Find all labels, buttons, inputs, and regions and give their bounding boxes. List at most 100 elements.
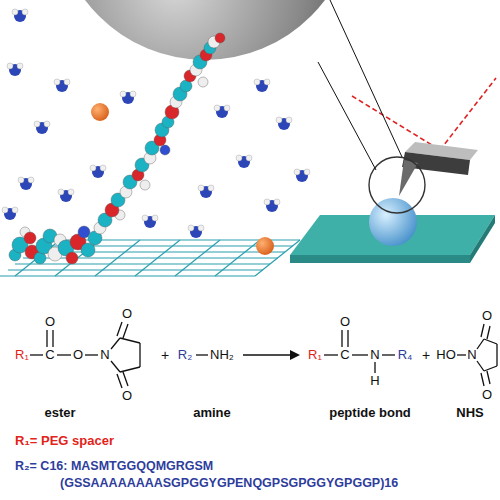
lattice-line — [175, 240, 220, 276]
bond — [123, 372, 128, 386]
bond — [457, 354, 466, 355]
arrow-head — [290, 350, 300, 360]
bond — [382, 354, 395, 355]
bond — [111, 338, 120, 349]
compound-name: NHS — [456, 406, 483, 421]
chemical-bonds — [30, 322, 497, 388]
water-molecule — [142, 215, 158, 228]
r-group: R₁ — [15, 348, 29, 363]
water-molecule — [34, 121, 50, 134]
lattice-line — [23, 257, 278, 258]
atom-label: N — [370, 348, 379, 363]
atom-label: O — [340, 315, 350, 330]
atom — [24, 232, 36, 244]
water-molecule — [198, 185, 214, 198]
atom-label: O — [482, 388, 492, 403]
r-group: R₄ — [398, 348, 413, 363]
atom-label: O — [482, 309, 492, 324]
atom-label: NH₂ — [210, 348, 234, 363]
atom — [198, 77, 208, 87]
sequence-note: R₂= C16: MASMTGGQQMGRGSM (GSSAAAAAAAASGP… — [15, 458, 445, 492]
compound-name: ester — [44, 406, 75, 421]
bond — [341, 330, 342, 347]
bond — [196, 354, 208, 355]
r-group: R₂ — [178, 348, 192, 363]
water-molecule — [294, 169, 310, 182]
bond — [374, 362, 375, 373]
bond — [487, 326, 490, 339]
bond — [123, 324, 128, 338]
bond — [477, 339, 484, 349]
bond — [481, 324, 484, 337]
atom — [140, 180, 150, 190]
lattice-line — [95, 240, 140, 276]
bond — [57, 354, 71, 355]
laser-beam — [352, 96, 440, 150]
substrate-side — [470, 215, 495, 263]
zoom-line — [330, 0, 402, 157]
bond — [484, 339, 497, 344]
bond — [352, 354, 368, 355]
bond — [46, 330, 47, 347]
bond — [111, 361, 120, 372]
water-molecule — [214, 105, 230, 118]
afm-tip-sphere — [55, 0, 355, 60]
bond — [139, 343, 140, 367]
atom-label: O — [45, 315, 55, 330]
atom-label: C — [340, 348, 349, 363]
ion-sphere — [91, 103, 109, 121]
lattice-line — [0, 275, 255, 276]
water-molecule — [90, 165, 106, 178]
atom-label: N — [100, 348, 109, 363]
cantilever-tip — [399, 160, 418, 196]
definition-note: R₁= PEG spacer — [15, 434, 114, 449]
bond — [487, 371, 490, 384]
lattice-line — [135, 240, 180, 276]
bond — [496, 344, 497, 366]
lattice-line — [215, 240, 260, 276]
compound-name: peptide bond — [329, 406, 411, 421]
bond — [120, 367, 140, 372]
water-molecule — [264, 199, 280, 212]
bond — [324, 354, 338, 355]
water-molecule — [2, 207, 18, 220]
bond — [117, 322, 122, 336]
water-molecule — [276, 117, 292, 130]
bond — [30, 354, 43, 355]
plus-sign: + — [161, 347, 169, 363]
bond — [481, 373, 484, 386]
bond — [347, 330, 348, 347]
atom — [160, 145, 170, 155]
zoom-circle — [369, 157, 425, 213]
atom-label: N — [467, 348, 476, 363]
water-molecule — [188, 225, 204, 238]
ion-sphere — [256, 237, 274, 255]
bond — [117, 374, 122, 388]
substrate-side — [290, 255, 470, 263]
atom-label: H — [370, 374, 379, 389]
compound-name: amine — [193, 406, 231, 421]
water-molecule — [254, 79, 270, 92]
atom — [215, 33, 225, 43]
water-molecule — [120, 91, 136, 104]
atom-label: O — [73, 348, 83, 363]
bond — [477, 361, 484, 371]
protein-chain — [9, 33, 225, 264]
bond — [484, 366, 497, 371]
water-molecule — [58, 189, 74, 202]
afm-setup — [290, 0, 496, 263]
zoom-line — [318, 62, 376, 170]
r-group: R₁ — [308, 348, 322, 363]
water-molecule — [54, 79, 70, 92]
lattice-line — [15, 263, 270, 264]
water-molecule — [18, 177, 34, 190]
sample-bead — [369, 198, 417, 246]
laser-beam — [440, 78, 496, 150]
bond — [52, 330, 53, 347]
plus-sign: + — [422, 347, 430, 363]
atom — [81, 243, 95, 257]
water-molecules — [2, 9, 310, 238]
water-molecule — [12, 9, 28, 22]
